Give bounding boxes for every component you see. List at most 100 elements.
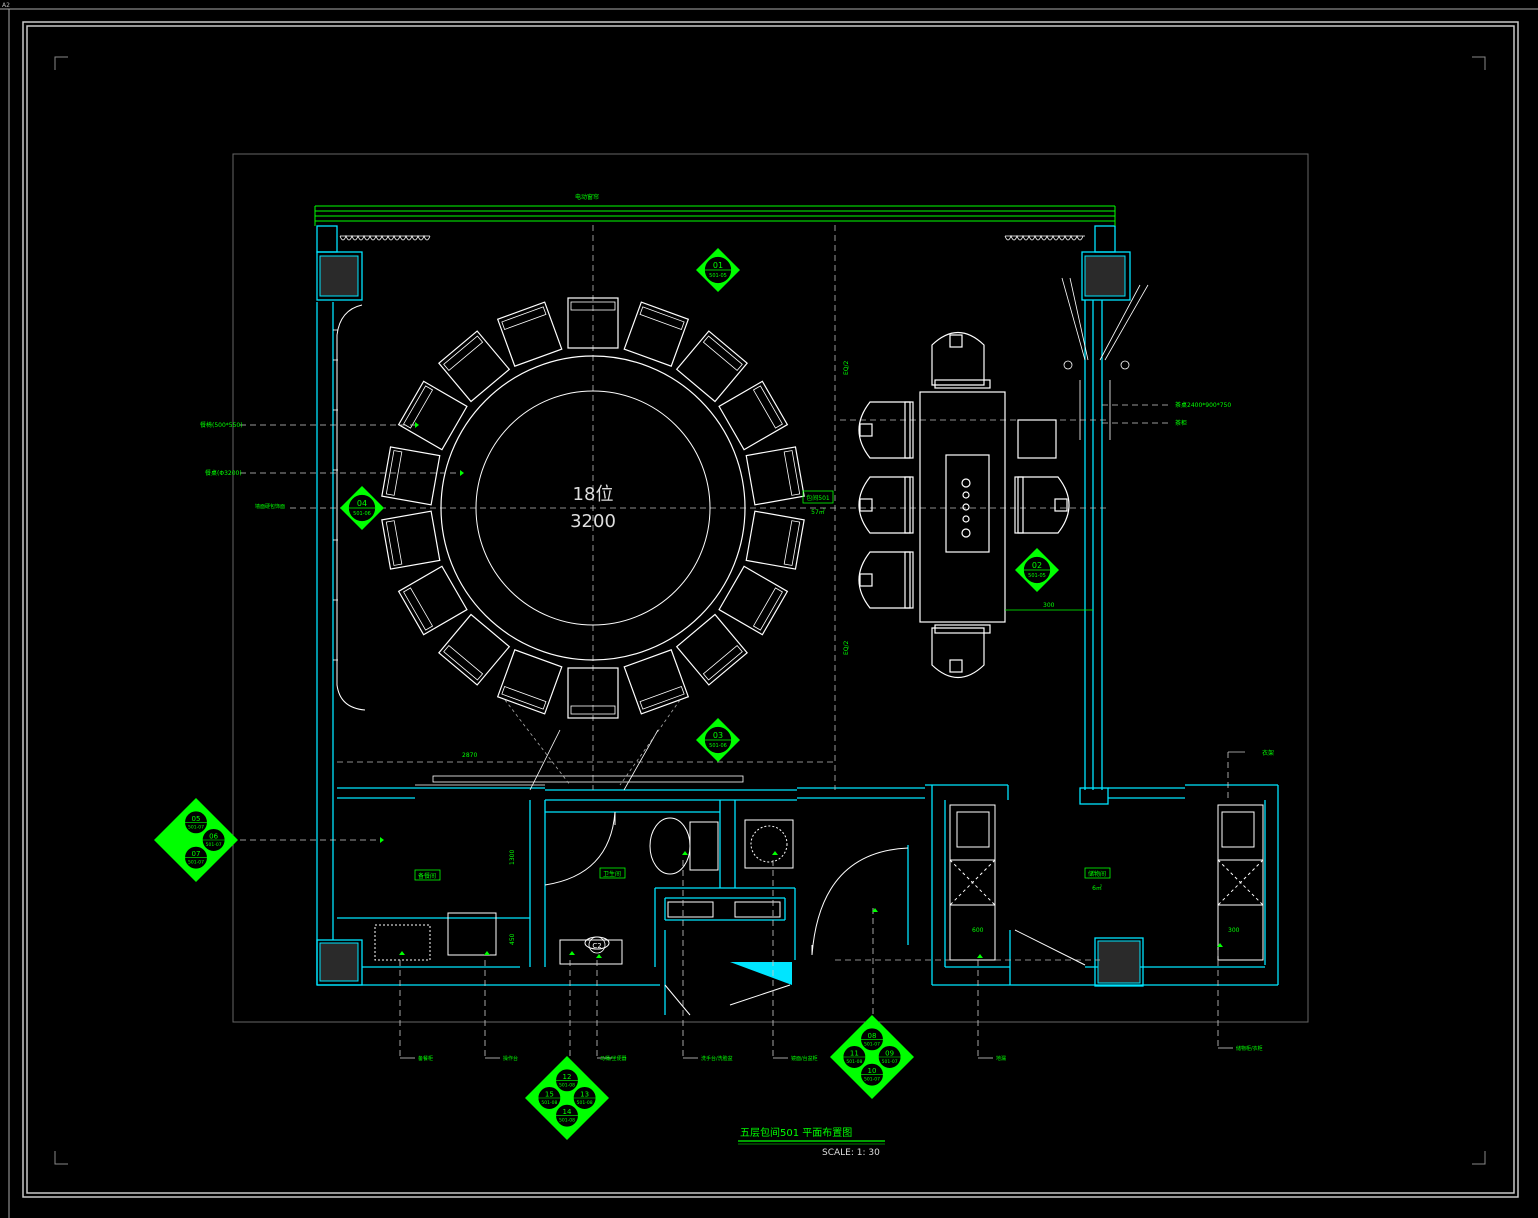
callout-ref: 501-07 — [864, 1041, 880, 1047]
callout-ref: 501-07 — [188, 860, 204, 866]
chair — [397, 380, 468, 451]
label-tea-table: 茶桌2400*900*750 — [1175, 401, 1231, 409]
callout-num: 08 — [868, 1032, 877, 1040]
drawing-title: 五层包间501 平面布置图 — [740, 1126, 852, 1139]
leader-hooks — [400, 751, 1245, 1059]
callout-ref: 501-06 — [709, 743, 727, 749]
callout-num: 04 — [357, 499, 367, 508]
callout-ref: 501-08 — [559, 1118, 575, 1124]
chair — [745, 510, 805, 570]
dim-450: 450 — [509, 933, 516, 945]
tea-table-chairs — [858, 332, 1070, 678]
leader-label-6: 储物柜/衣柜 — [1236, 1045, 1263, 1052]
top-curtain — [314, 205, 1116, 226]
callout-ref: 501-07 — [864, 1077, 880, 1083]
left-wall-ticks — [333, 329, 338, 661]
leader-label-5: 地漏 — [996, 1055, 1006, 1062]
outer-sheet-frame — [22, 21, 1519, 1198]
callout-num: 02 — [1032, 561, 1042, 570]
label-left-chair: 餐椅(500*550) — [200, 421, 243, 429]
label-tea-cabinet: 茶柜 — [1175, 419, 1187, 427]
callout-ref: 501-05 — [709, 273, 727, 279]
label-left-wall: 墙面硬包饰面 — [255, 503, 285, 510]
svg-text:C2: C2 — [592, 942, 601, 950]
callout-num: 01 — [713, 261, 723, 270]
round-dining-table: 18位 3200 — [440, 355, 746, 661]
room-toilet: 卫生间 — [603, 870, 621, 878]
seat-count-label: 18位 — [573, 484, 614, 505]
callout-c2: C2 — [588, 936, 606, 954]
callout-04: 04 501-06 — [340, 486, 384, 530]
storage-cabinets — [949, 804, 1264, 961]
callout-03: 03 501-06 — [696, 718, 740, 762]
callout-ref: 501-08 — [846, 1059, 862, 1065]
chair — [567, 667, 619, 719]
room-tag: 包间501 57㎡ — [802, 490, 834, 516]
callout-ref: 501-08 — [541, 1100, 557, 1106]
drawing-scale: SCALE: 1: 30 — [822, 1148, 880, 1158]
chair — [623, 649, 690, 715]
arrow-markers — [380, 422, 1223, 958]
round-table-chairs — [381, 297, 805, 719]
callout-num: 07 — [192, 850, 201, 858]
corner-marks — [54, 56, 1486, 1165]
partition-sliding-door — [415, 729, 744, 791]
table-diameter-label: 3200 — [570, 511, 616, 532]
callout-num: 14 — [563, 1108, 572, 1116]
dashed-diag — [504, 699, 681, 786]
chair — [496, 301, 563, 367]
chair — [718, 565, 789, 636]
callout-num: 13 — [580, 1091, 589, 1099]
callout-01: 01 501-05 — [696, 248, 740, 292]
room-storage: 储物间 — [1088, 870, 1106, 878]
callout-ref: 501-08 — [559, 1082, 575, 1088]
chair — [718, 380, 789, 451]
bottom-leader-labels: 备餐柜操作台马桶/坐便器洗手台/洗脸盆镜面/台盆柜地漏储物柜/衣柜 — [418, 1045, 1263, 1062]
svg-text:包间501: 包间501 — [806, 494, 830, 502]
leader-label-4: 镜面/台盆柜 — [791, 1055, 818, 1062]
curtain-gathers — [339, 234, 1085, 241]
tea-table — [919, 391, 1057, 623]
callout-num: 15 — [545, 1091, 554, 1099]
callout-num: 10 — [868, 1067, 877, 1075]
callout-ref: 501-06 — [353, 511, 371, 517]
chair — [381, 510, 441, 570]
callout-ref: 501-07 — [882, 1059, 898, 1065]
callout-num: 12 — [563, 1073, 572, 1081]
curtain-label: 电动窗帘 — [575, 193, 599, 201]
sheet-corner-label: A2 — [2, 2, 10, 9]
svg-text:57㎡: 57㎡ — [811, 508, 825, 516]
coat-rack — [1061, 277, 1149, 440]
step-marker — [730, 962, 792, 985]
room-storage-area: 6㎡ — [1092, 884, 1102, 892]
callout-num: 03 — [713, 731, 723, 740]
chair — [623, 301, 690, 367]
chair — [567, 297, 619, 349]
callout-ref: 501-07 — [188, 824, 204, 830]
chair — [438, 330, 511, 403]
label-coat-rack: 衣架 — [1262, 749, 1274, 757]
section-callouts: 01501-0502501-0503501-0604501-0605501-07… — [154, 248, 1059, 1140]
dim-600: 600 — [972, 927, 984, 934]
chair — [381, 446, 441, 506]
chair — [745, 446, 805, 506]
column-fills — [319, 255, 1141, 984]
room-pantry: 备餐间 — [418, 872, 436, 880]
chair — [675, 613, 748, 686]
leader-label-0: 备餐柜 — [418, 1055, 433, 1062]
callout-ref: 501-07 — [206, 842, 222, 848]
viewport-frame — [232, 153, 1309, 1023]
callout-ref: 501-08 — [577, 1100, 593, 1106]
inner-sheet-frame — [26, 25, 1515, 1194]
dim-300b: 300 — [1228, 927, 1240, 934]
eq-bottom: EQ/2 — [843, 640, 850, 655]
leader-label-3: 洗手台/洗脸盆 — [701, 1055, 733, 1062]
chair — [438, 613, 511, 686]
label-left-table: 餐桌(Φ3200) — [205, 469, 242, 477]
walls — [316, 225, 1279, 1015]
leader-label-2: 马桶/坐便器 — [600, 1055, 627, 1062]
leader-lines — [230, 404, 1229, 1058]
